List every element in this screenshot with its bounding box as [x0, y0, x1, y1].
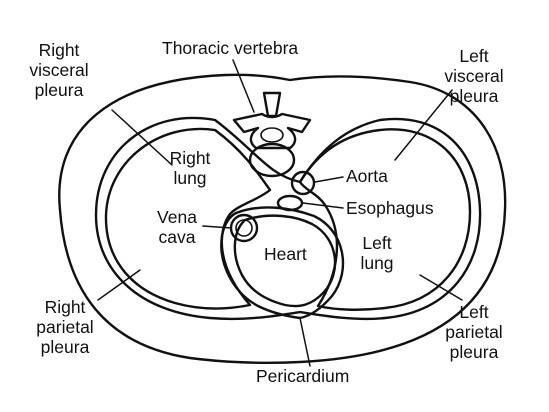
label-vena-cava: Vena cava	[150, 207, 204, 247]
label-left-visceral-pleura: Left visceral pleura	[432, 46, 516, 106]
leader-left-parietal-pleura	[419, 274, 463, 301]
leader-right-visceral-pleura	[111, 109, 173, 166]
vertebra-spinous-process	[262, 91, 282, 118]
label-left-parietal-pleura-line3: pleura	[449, 342, 499, 362]
label-left-visceral-pleura-line3: pleura	[449, 86, 499, 106]
vena-cava-vessel	[229, 213, 259, 243]
label-left-parietal-pleura-line2: parietal	[445, 322, 503, 342]
label-right-visceral-pleura-line2: visceral	[29, 60, 89, 80]
label-heart: Heart	[264, 244, 307, 264]
right-lung-outline	[104, 127, 272, 310]
aorta-vessel	[290, 170, 316, 196]
label-vena-cava-line2: cava	[158, 227, 196, 247]
label-right-visceral-pleura: Right visceral pleura	[18, 40, 100, 100]
leader-esophagus	[302, 202, 344, 209]
label-left-parietal-pleura: Left parietal pleura	[432, 302, 516, 362]
label-left-lung-line2: lung	[360, 253, 394, 273]
label-left-lung-line1: Left	[362, 233, 392, 253]
label-left-visceral-pleura-line1: Left	[459, 46, 489, 66]
label-aorta: Aorta	[346, 166, 388, 186]
label-right-lung-line2: lung	[173, 168, 207, 188]
label-vena-cava-line1: Vena	[157, 207, 197, 227]
label-right-parietal-pleura-line3: pleura	[40, 337, 90, 357]
pericardium-sac	[220, 206, 345, 320]
leader-right-parietal-pleura	[97, 269, 141, 301]
leader-aorta	[314, 176, 344, 183]
label-right-parietal-pleura-line2: parietal	[36, 317, 94, 337]
label-left-lung: Left lung	[350, 233, 404, 273]
label-esophagus: Esophagus	[346, 198, 434, 218]
outer-body-wall	[58, 73, 507, 364]
left-lung-outline	[298, 128, 472, 311]
label-right-visceral-pleura-line1: Right	[38, 40, 80, 60]
leader-pericardium	[299, 317, 311, 367]
label-pericardium: Pericardium	[256, 366, 350, 386]
label-right-parietal-pleura: Right parietal pleura	[24, 297, 106, 357]
leader-vena-cava	[202, 225, 232, 229]
label-thoracic-vertebra: Thoracic vertebra	[162, 38, 299, 58]
vena-cava-lumen	[235, 219, 253, 237]
vertebra-arch	[232, 112, 312, 150]
heart-chamber	[233, 214, 337, 308]
label-right-lung: Right lung	[160, 148, 220, 188]
vertebral-body	[248, 142, 296, 178]
leader-left-visceral-pleura	[394, 89, 453, 161]
leader-thoracic-vertebra	[232, 59, 255, 113]
vertebral-canal	[260, 127, 284, 143]
parietal-pleura-outline	[94, 116, 482, 321]
label-right-lung-line1: Right	[169, 148, 211, 168]
label-left-visceral-pleura-line2: visceral	[444, 66, 504, 86]
label-right-parietal-pleura-line1: Right	[44, 297, 86, 317]
label-right-visceral-pleura-line3: pleura	[34, 80, 84, 100]
label-left-parietal-pleura-line1: Left	[459, 302, 489, 322]
